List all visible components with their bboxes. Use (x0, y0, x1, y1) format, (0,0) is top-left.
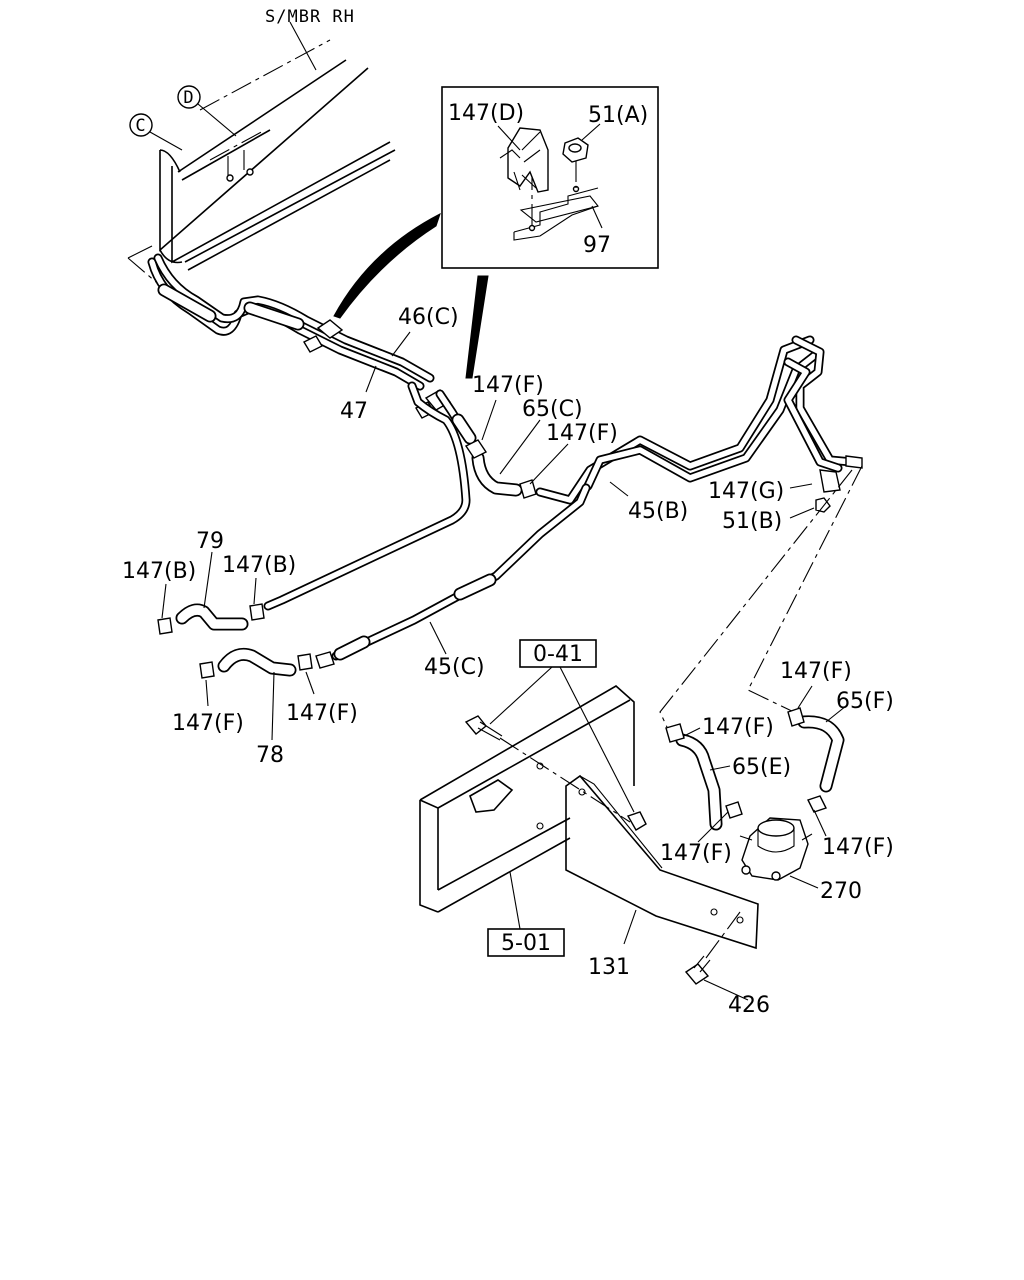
part-labels: 46(C) 47 147(F) 65(C) 147(F) 45(B) 147(G… (122, 305, 894, 1018)
label-ref-041: 0-41 (533, 642, 583, 667)
label-147f-7: 147(F) (660, 841, 732, 866)
label-47: 47 (340, 399, 368, 424)
detail-inset: 147(D) 51(A) 97 (441, 86, 659, 269)
side-member-rh (149, 21, 396, 271)
ref-box-501 (487, 928, 565, 957)
hose-79 (157, 603, 265, 635)
label-51a: 51(A) (588, 103, 648, 128)
callout-c-label: C (135, 116, 146, 136)
hose-65f (787, 707, 845, 813)
callout-d-label: D (183, 88, 194, 108)
label-97: 97 (583, 233, 611, 258)
label-65f: 65(F) (836, 689, 894, 714)
label-147f-1: 147(F) (472, 373, 544, 398)
bracket-131 (565, 774, 759, 950)
label-65c: 65(C) (522, 397, 583, 422)
label-131: 131 (588, 955, 630, 980)
label-147f-3: 147(F) (172, 711, 244, 736)
pointer-wedge-1 (333, 212, 441, 319)
pipe-45c (315, 483, 591, 669)
label-270: 270 (820, 879, 862, 904)
pointer-wedge-2 (465, 275, 489, 379)
bolt-426 (684, 911, 741, 985)
leader-lines (161, 331, 847, 1001)
label-147f-2: 147(F) (546, 421, 618, 446)
ref-box-041 (519, 639, 597, 668)
pipe-bundle-upper (127, 245, 477, 611)
label-smbr-rh: S/MBR RH (265, 7, 355, 27)
label-65e: 65(E) (732, 755, 791, 780)
label-147f-5: 147(F) (780, 659, 852, 684)
pipe-45b (535, 335, 863, 513)
label-45c: 45(C) (424, 655, 485, 680)
label-45b: 45(B) (628, 499, 688, 524)
label-426: 426 (728, 993, 770, 1018)
label-147g: 147(G) (708, 479, 784, 504)
label-147f-6: 147(F) (702, 715, 774, 740)
frame-member-lower (419, 685, 635, 913)
label-46c: 46(C) (398, 305, 459, 330)
callout-d: D (177, 85, 201, 109)
hose-65c (464, 439, 537, 499)
label-51b: 51(B) (722, 509, 782, 534)
label-ref-501: 5-01 (501, 931, 551, 956)
hose-65e (665, 723, 743, 831)
bolt-041 (464, 715, 647, 831)
label-79: 79 (196, 529, 224, 554)
label-78: 78 (256, 743, 284, 768)
hose-78 (199, 647, 313, 679)
label-147b-2: 147(B) (222, 553, 296, 578)
callout-c: C (129, 113, 153, 137)
label-147b-1: 147(B) (122, 559, 196, 584)
label-147d: 147(D) (448, 101, 524, 126)
filter-270 (739, 817, 813, 881)
label-147f-4: 147(F) (286, 701, 358, 726)
label-147f-8: 147(F) (822, 835, 894, 860)
